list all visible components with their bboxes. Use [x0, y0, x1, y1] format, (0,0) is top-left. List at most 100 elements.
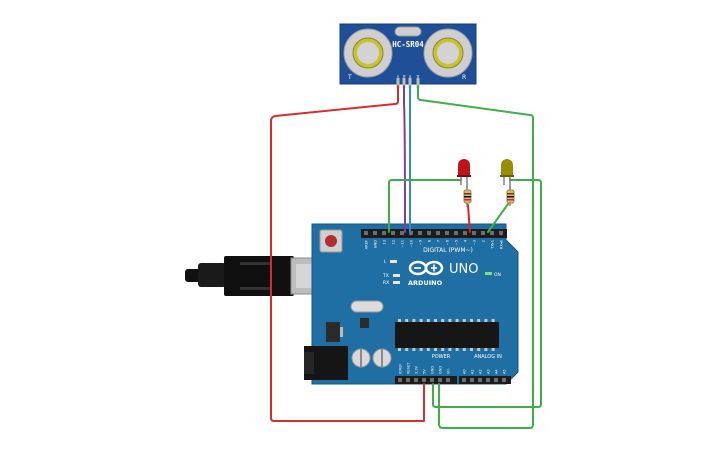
digital-pin-label: AREF: [365, 240, 369, 249]
power-pin-label: Vin: [447, 368, 451, 374]
sensor-r-mark: R: [462, 74, 466, 81]
digital-header: [361, 229, 507, 238]
analog-pin-label: A5: [503, 369, 507, 374]
analog-pin[interactable]: [502, 378, 506, 382]
power-pin[interactable]: [398, 378, 402, 382]
digital-pin-label: ~6: [446, 239, 450, 245]
rx-led: [393, 281, 400, 284]
digital-pin[interactable]: [400, 231, 404, 235]
bottom-header-pins: [398, 378, 506, 382]
sensor-crystal: [394, 26, 422, 37]
digital-pin-label: ~9: [419, 239, 423, 245]
red-led-assembly[interactable]: [457, 159, 472, 207]
digital-pin[interactable]: [499, 231, 503, 235]
digital-pin[interactable]: [472, 231, 476, 235]
power-pin-label: GND: [439, 366, 443, 374]
analog-label: ANALOG IN: [474, 354, 502, 360]
l-label: L: [384, 259, 387, 265]
digital-pin-label: ~5: [455, 240, 459, 245]
digital-pin-label: ~3: [473, 240, 477, 245]
digital-pin-label: ~10: [410, 239, 414, 247]
on-led: [485, 272, 492, 275]
analog-pin[interactable]: [478, 378, 482, 382]
analog-pin[interactable]: [494, 378, 498, 382]
sensor-pin[interactable]: [416, 78, 420, 88]
digital-pin-label: 8: [428, 239, 432, 242]
power-pin[interactable]: [422, 378, 426, 382]
digital-pin[interactable]: [382, 231, 386, 235]
power-pin[interactable]: [406, 378, 410, 382]
sensor-pin-label: Vcc: [396, 75, 400, 81]
red-led[interactable]: [458, 159, 470, 176]
hc-sr04-sensor[interactable]: HC-SR04 T R VccTrigEchoGnd: [339, 23, 477, 88]
power-pin[interactable]: [438, 378, 442, 382]
usb-cable-end: [185, 269, 201, 282]
power-pin-label: IOREF: [399, 364, 403, 374]
wires: [270, 85, 542, 429]
digital-pin[interactable]: [481, 231, 485, 235]
sensor-pin[interactable]: [408, 78, 412, 88]
digital-pin-label: RX◂0: [500, 239, 504, 249]
digital-pin[interactable]: [463, 231, 467, 235]
atmega-chip-pins: [398, 319, 495, 351]
sensor-pin[interactable]: [396, 78, 400, 88]
digital-pin[interactable]: [364, 231, 368, 235]
power-pin-label: RESET: [407, 362, 411, 374]
power-pin[interactable]: [430, 378, 434, 382]
digital-pin-label: 13: [383, 240, 387, 245]
voltage-regulator: [326, 322, 340, 342]
sensor-receiver: [423, 28, 473, 78]
power-pin[interactable]: [414, 378, 418, 382]
wire-sensor-gnd[interactable]: [417, 85, 534, 429]
power-label: POWER: [432, 354, 451, 360]
red-led-resistor: [463, 186, 472, 207]
digital-label: DIGITAL (PWM~): [423, 247, 473, 254]
digital-pin[interactable]: [445, 231, 449, 235]
yellow-led-assembly[interactable]: [500, 159, 515, 206]
digital-pin[interactable]: [418, 231, 422, 235]
wire-trig-to-pin12[interactable]: [403, 85, 406, 233]
sensor-model-label: HC-SR04: [392, 40, 424, 49]
digital-pin[interactable]: [409, 231, 413, 235]
yellow-led[interactable]: [501, 159, 513, 176]
tx-label: TX: [382, 273, 389, 279]
arduino-logo: [408, 260, 444, 276]
digital-pin[interactable]: [391, 231, 395, 235]
analog-pin[interactable]: [462, 378, 466, 382]
wire-yellow-led-gnd[interactable]: [432, 179, 542, 408]
sensor-pins: [396, 78, 420, 88]
analog-pin-label: A4: [495, 369, 499, 374]
crystal-oscillator: [350, 300, 384, 313]
digital-pin[interactable]: [436, 231, 440, 235]
l-led: [390, 260, 397, 263]
usb-strain-relief: [198, 263, 226, 287]
digital-pin-label: 2: [482, 240, 486, 242]
digital-pin[interactable]: [373, 231, 377, 235]
yellow-led-resistor: [506, 186, 515, 206]
atmega-chip: [395, 322, 499, 348]
digital-pin[interactable]: [490, 231, 494, 235]
analog-pin-label: A0: [463, 369, 467, 374]
analog-pin[interactable]: [470, 378, 474, 382]
power-pin-label: 3.3V: [415, 365, 419, 374]
board-model: UNO: [449, 262, 478, 277]
wire-yellow-led-pin2[interactable]: [487, 203, 509, 233]
sensor-transmitter: [343, 28, 393, 78]
wire-red-led-pin3[interactable]: [467, 204, 471, 233]
wire-red-led-gnd[interactable]: [388, 179, 462, 233]
digital-pin-label: 4: [464, 239, 468, 242]
power-pin[interactable]: [446, 378, 450, 382]
digital-pin[interactable]: [427, 231, 431, 235]
rx-label: RX: [383, 280, 389, 286]
analog-pin[interactable]: [486, 378, 490, 382]
digital-pin[interactable]: [454, 231, 458, 235]
analog-header: [459, 376, 511, 384]
sensor-pin[interactable]: [402, 78, 406, 88]
digital-header-pins: [364, 231, 503, 235]
wire-5v-to-vcc[interactable]: [270, 85, 425, 422]
